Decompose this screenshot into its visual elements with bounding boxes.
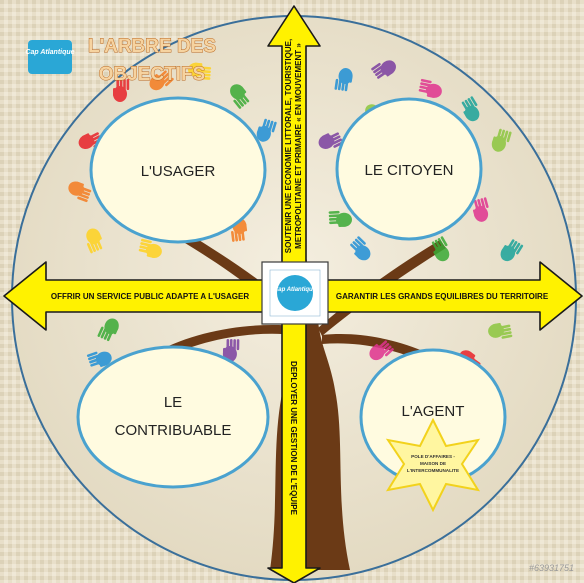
center-logo: Cap Atlantique: [261, 261, 329, 325]
handprint: [431, 236, 450, 262]
top-arrow-label-line1: SOUTENIR UNE ECONOMIE LITTORALE, TOURIST…: [284, 39, 293, 253]
handprint: [86, 351, 112, 367]
star-text-line3: L'INTERCOMMUNALITE: [407, 468, 459, 473]
handprint: [138, 238, 162, 258]
top-arrow-label-line2: METROPOLITAINE ET PRIMAIRE « EN MOUVEMEN…: [294, 43, 303, 249]
handprint: [334, 68, 353, 92]
cap-atlantique-logo: Cap Atlantique: [25, 40, 75, 74]
quadrant-agent-label: L'AGENT: [402, 403, 465, 420]
title-line2: OBJECTIFS: [99, 64, 206, 85]
handprint: [473, 197, 489, 222]
watermark: #63931751: [529, 563, 574, 573]
right-arrow-label: GARANTIR LES GRANDS EQUILIBRES DU TERRIT…: [336, 292, 549, 301]
handprint: [461, 96, 480, 122]
handprint: [86, 228, 103, 254]
handprint: [418, 78, 442, 98]
quadrant-citoyen-label: LE CITOYEN: [365, 162, 454, 179]
handprint: [500, 239, 524, 262]
quadrant-usager: L'USAGER: [89, 96, 267, 244]
quadrant-citoyen: LE CITOYEN: [335, 97, 483, 241]
quadrant-usager-label: L'USAGER: [141, 163, 216, 180]
handprint: [328, 210, 352, 228]
quadrant-contribuable-label-line2: CONTRIBUABLE: [115, 422, 232, 439]
handprint: [371, 60, 396, 79]
star-text-line1: POLE D'AFFAIRES -: [411, 454, 455, 459]
handprint: [230, 84, 250, 109]
title-line1: L'ARBRE DES: [88, 36, 216, 57]
handprint: [222, 338, 240, 362]
quadrant-contribuable: LE CONTRIBUABLE: [76, 345, 270, 489]
pole-affaires-star: POLE D'AFFAIRES - MAISON DE L'INTERCOMMU…: [385, 417, 481, 513]
bottom-arrow-label: DEPLOYER UNE GESTION DE L'EQUIPE: [289, 361, 298, 516]
handprint: [113, 79, 130, 102]
handprint: [350, 236, 371, 261]
handprint: [369, 340, 394, 361]
handprint: [488, 322, 513, 339]
handprint: [149, 70, 174, 91]
quadrant-contribuable-label-line1: LE: [164, 394, 182, 411]
cap-atlantique-logo-text: Cap Atlantique: [25, 49, 74, 56]
handprint: [256, 118, 277, 142]
star-text-line2: MAISON DE: [420, 461, 446, 466]
handprint: [188, 62, 212, 80]
left-arrow-label: OFFRIR UN SERVICE PUBLIC ADAPTE A L'USAG…: [51, 292, 249, 301]
handprint: [97, 318, 119, 342]
center-logo-text: Cap Atlantique: [274, 287, 317, 293]
handprint: [318, 132, 344, 149]
handprint: [68, 181, 92, 203]
handprint: [491, 128, 512, 152]
